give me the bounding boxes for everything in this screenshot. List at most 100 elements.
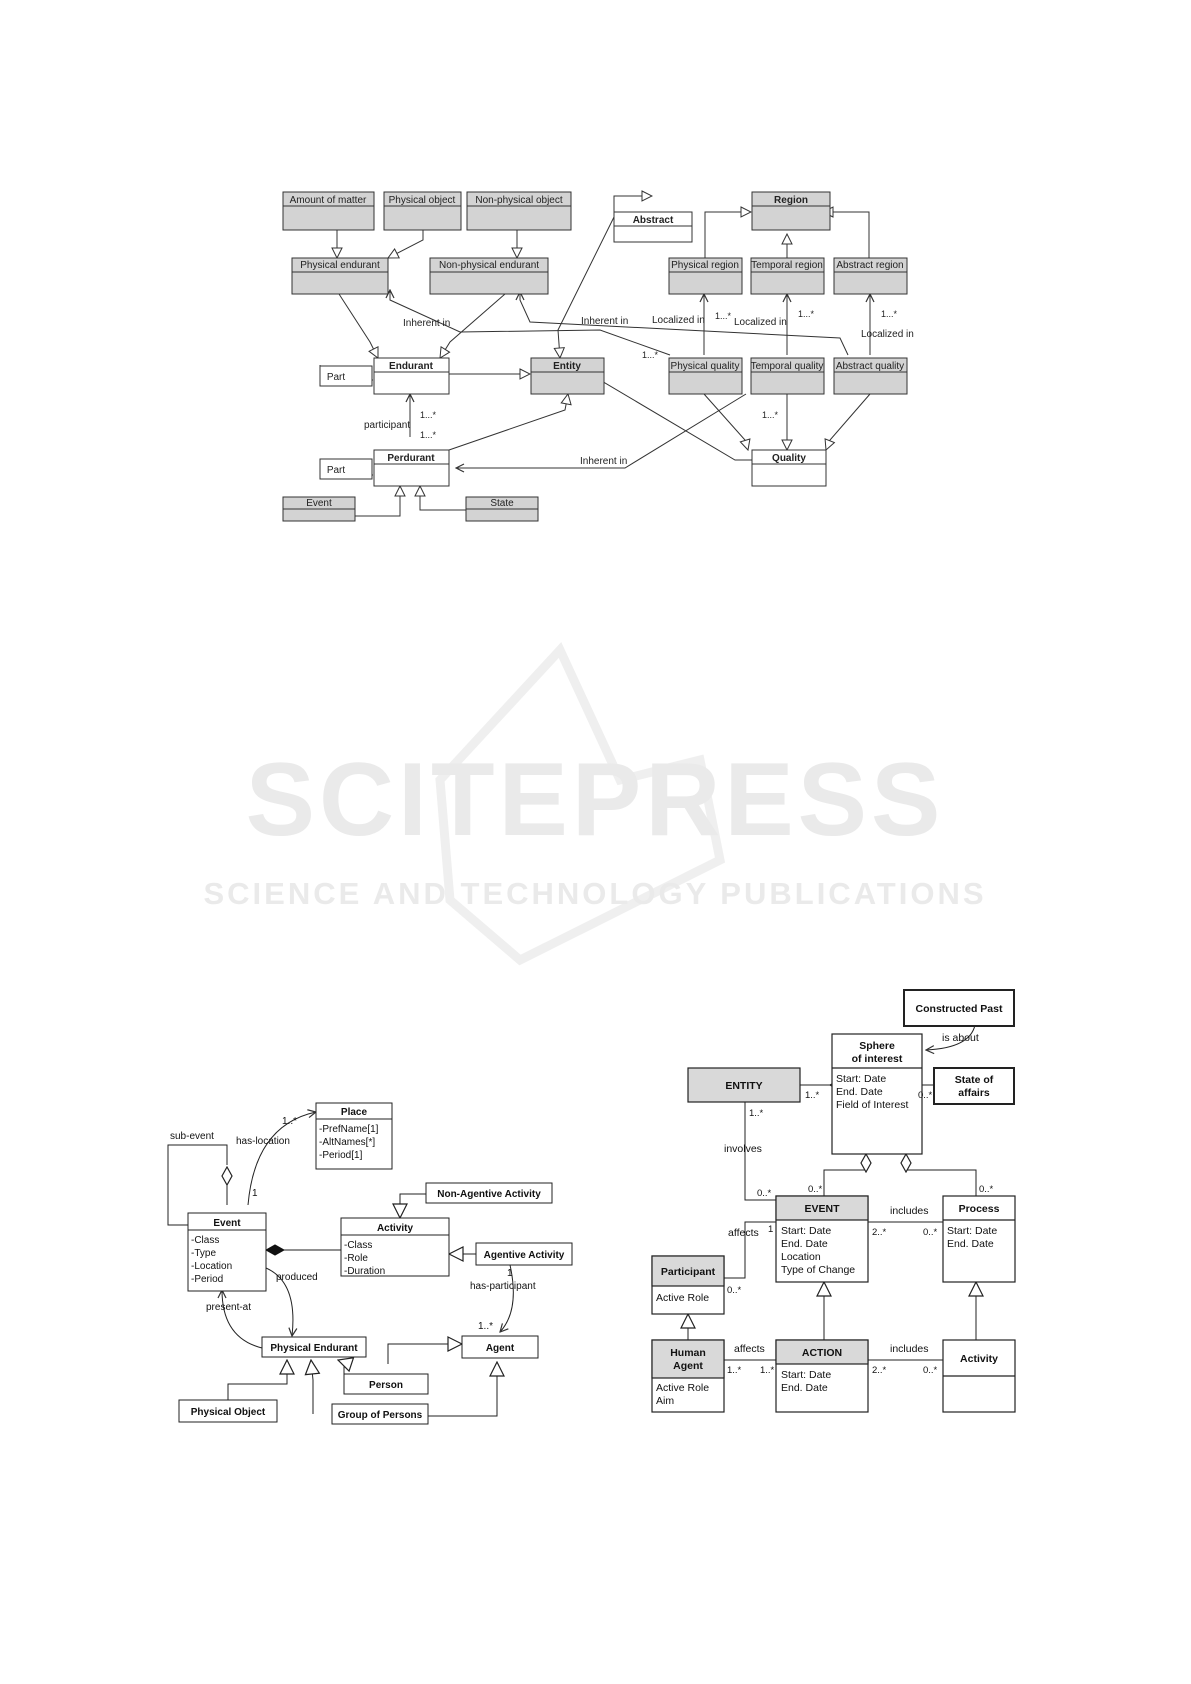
d3-mult-action-left: 2..* [872, 1365, 887, 1376]
d2-class-physical-object: Physical Object [191, 1407, 266, 1418]
d2-place-attr-2: -AltNames[*] [319, 1137, 375, 1148]
d3-class-participant: Participant [661, 1266, 716, 1278]
diagram-1: Amount of matter Physical object Non-phy… [282, 192, 914, 522]
d3-mult-event-left: 2..* [872, 1227, 887, 1238]
d2-event-attr-4: -Period [191, 1274, 223, 1285]
d3-class-human-agent-line1: Human [670, 1347, 706, 1359]
d3-process-attr-1: Start: Date [947, 1225, 997, 1237]
d3-class-constructed-past: Constructed Past [916, 1003, 1003, 1015]
d1-class-physical-quality: Physical quality [671, 361, 740, 372]
d1-label-inherent-in-1: Inherent in [403, 318, 450, 329]
d3-label-affects-1: affects [728, 1227, 759, 1239]
d1-class-quality: Quality [772, 453, 806, 464]
d2-activity-attr-1: -Class [344, 1240, 372, 1251]
d3-sphere-attr-2: End. Date [836, 1086, 883, 1098]
d1-class-part-2: Part [327, 465, 346, 476]
d3-class-state-line2: affairs [958, 1087, 990, 1099]
d2-class-event: Event [213, 1218, 241, 1229]
d1-mult-4: 1...* [642, 350, 659, 360]
d3-class-action: ACTION [802, 1347, 842, 1359]
d3-process-attr-2: End. Date [947, 1238, 994, 1250]
d3-class-sphere-line1: Sphere [859, 1040, 895, 1052]
d2-activity-attr-2: -Role [344, 1253, 368, 1264]
d3-mult-action-right: 0..* [923, 1365, 938, 1376]
d2-event-attr-2: -Type [191, 1248, 216, 1259]
d2-mult-agent-1star: 1..* [478, 1321, 493, 1332]
d1-class-part-1: Part [327, 372, 346, 383]
d1-class-non-physical-object: Non-physical object [475, 195, 562, 206]
d2-mult-place-1star: 1..* [282, 1116, 297, 1127]
d2-class-group-of-persons: Group of Persons [338, 1410, 423, 1421]
d3-sphere-attr-3: Field of Interest [836, 1099, 908, 1111]
d2-label-sub-event: sub-event [170, 1131, 214, 1142]
d1-mult-6: 1...* [420, 430, 437, 440]
d3-class-activity: Activity [960, 1353, 998, 1365]
d1-mult-3: 1...* [881, 309, 898, 319]
d3-mult-state: 0..* [918, 1090, 933, 1101]
d3-action-attr-1: Start: Date [781, 1369, 831, 1381]
d3-action-attr-2: End. Date [781, 1382, 828, 1394]
d1-class-physical-object: Physical object [389, 195, 456, 206]
d2-class-place: Place [341, 1107, 368, 1118]
d1-class-temporal-region: Temporal region [751, 260, 823, 271]
d3-participant-attr-1: Active Role [656, 1292, 709, 1304]
d1-class-region: Region [774, 195, 808, 206]
d2-mult-agentive-1: 1 [507, 1268, 513, 1279]
d1-class-physical-region: Physical region [671, 260, 739, 271]
d1-label-localized-in-1: Localized in [652, 315, 705, 326]
d3-class-entity: ENTITY [725, 1080, 762, 1092]
d3-mult-affects2-a: 1..* [727, 1365, 742, 1376]
d3-mult-involves-top: 1..* [749, 1108, 764, 1119]
d2-class-person: Person [369, 1380, 403, 1391]
d2-place-attr-1: -PrefName[1] [319, 1124, 379, 1135]
d3-mult-entity-sphere: 1..* [805, 1090, 820, 1101]
d2-label-present-at: present-at [206, 1302, 251, 1313]
d3-mult-affects2-b: 1..* [760, 1365, 775, 1376]
d3-mult-event-right: 0..* [923, 1227, 938, 1238]
diagram-2: Place Event Activity Non-Agentive Activi… [167, 1102, 573, 1425]
d3-label-includes-2: includes [890, 1343, 929, 1355]
d1-class-abstract: Abstract [633, 215, 674, 226]
d3-label-includes-1: includes [890, 1205, 929, 1217]
d3-class-sphere-line2: of interest [852, 1053, 903, 1065]
d1-label-inherent-in-2: Inherent in [581, 316, 628, 327]
d3-label-affects-2: affects [734, 1343, 765, 1355]
d2-event-attr-1: -Class [191, 1235, 219, 1246]
d2-event-attr-3: -Location [191, 1261, 232, 1272]
d1-class-entity: Entity [553, 361, 581, 372]
d2-activity-attr-3: -Duration [344, 1266, 385, 1277]
d3-label-is-about: is about [942, 1032, 979, 1044]
d2-class-agentive-activity: Agentive Activity [484, 1250, 565, 1261]
d2-mult-place-1: 1 [252, 1188, 258, 1199]
d1-mult-1: 1...* [715, 311, 732, 321]
d3-class-event: EVENT [804, 1203, 840, 1215]
d3-event-attr-2: End. Date [781, 1238, 828, 1250]
d3-human-agent-attr-2: Aim [656, 1395, 674, 1407]
d2-place-attr-3: -Period[1] [319, 1150, 363, 1161]
d3-mult-process-top: 0..* [979, 1184, 994, 1195]
d3-event-attr-1: Start: Date [781, 1225, 831, 1237]
d1-class-amount-of-matter: Amount of matter [290, 195, 367, 206]
watermark-sub: SCIENCE AND TECHNOLOGY PUBLICATIONS [203, 876, 986, 911]
diagram-3: Constructed Past Sphere of interest ENTI… [651, 989, 1016, 1413]
d2-class-physical-endurant: Physical Endurant [270, 1343, 358, 1354]
d2-class-agent: Agent [486, 1343, 515, 1354]
d1-mult-7: 1...* [762, 410, 779, 420]
d1-label-localized-in-3: Localized in [861, 329, 914, 340]
d3-class-process: Process [959, 1203, 1000, 1215]
d3-mult-involves-bottom: 0..* [757, 1188, 772, 1199]
d3-event-attr-3: Location [781, 1251, 821, 1263]
d3-mult-event-top: 0..* [808, 1184, 823, 1195]
d1-class-temporal-quality: Temporal quality [751, 361, 824, 372]
d3-class-human-agent-line2: Agent [673, 1360, 703, 1372]
watermark-main: SCITEPRESS [246, 742, 945, 858]
d2-label-has-participant: has-participant [470, 1281, 536, 1292]
d3-mult-affects1-b: 0..* [727, 1285, 742, 1296]
d1-class-endurant: Endurant [389, 361, 434, 372]
d1-class-physical-endurant: Physical endurant [300, 260, 380, 271]
d2-label-produced: produced [276, 1272, 318, 1283]
d3-mult-affects1-a: 1 [768, 1224, 773, 1235]
d3-event-attr-4: Type of Change [781, 1264, 855, 1276]
d1-class-abstract-region: Abstract region [836, 260, 903, 271]
d1-class-event: Event [306, 498, 332, 509]
